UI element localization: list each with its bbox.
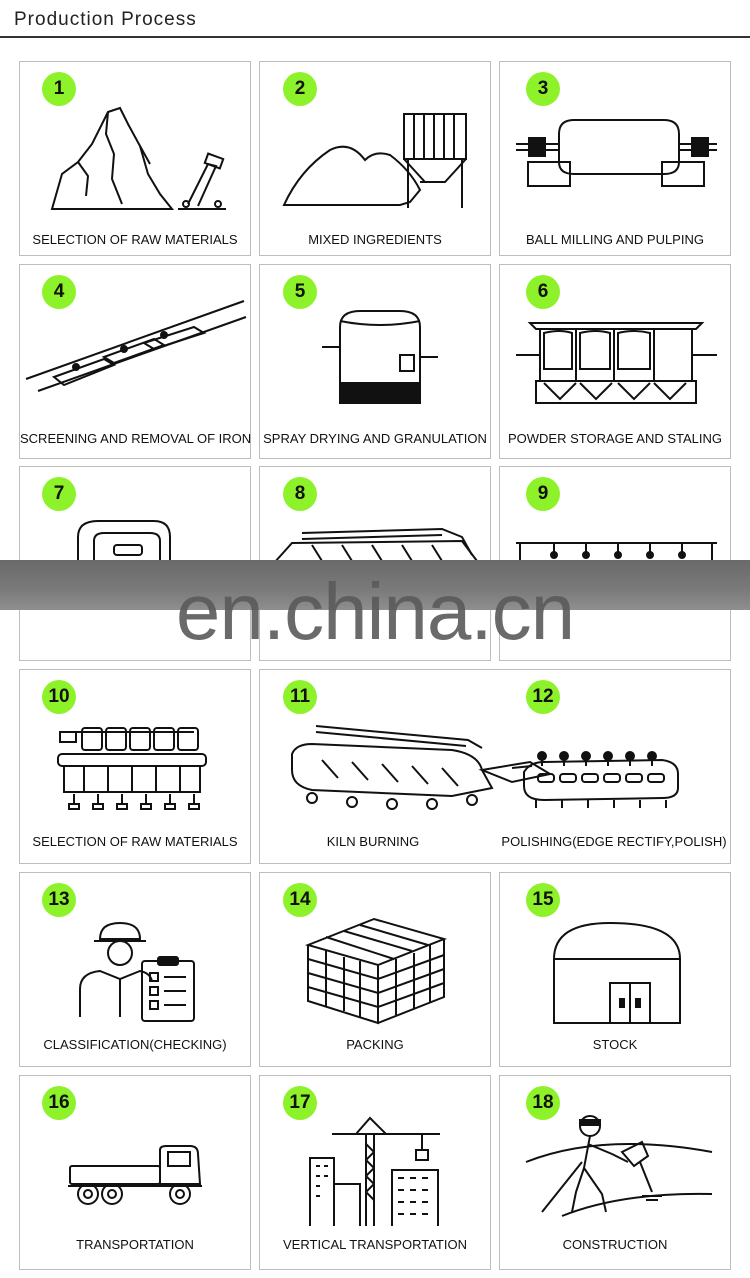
watermark-banner xyxy=(0,560,750,610)
silo-icon xyxy=(280,110,475,215)
kiln-icon xyxy=(282,720,552,810)
step-card-10: 10 SELECTION OF RAW MATERIALS xyxy=(19,669,251,864)
step-card-14: 14 PACKING xyxy=(259,872,491,1067)
inspector-icon xyxy=(76,917,201,1027)
step-number-badge: 5 xyxy=(283,275,317,309)
step-card-5: 5 SPRAY DRYING AND GRANULATION xyxy=(259,264,491,459)
step-card-18: 18 CONSTRUCTION xyxy=(499,1075,731,1270)
step-number-badge: 1 xyxy=(42,72,76,106)
step-card-15: 15 STOCK xyxy=(499,872,731,1067)
page-header: Production Process xyxy=(0,0,750,40)
hopper-icon xyxy=(514,321,719,406)
step-card-3: 3 BALL MILLING AND PULPING xyxy=(499,61,731,256)
step-label: SCREENING AND REMOVAL OF IRON xyxy=(20,431,252,446)
step-label: KILN BURNING xyxy=(326,834,420,849)
step-number-badge: 17 xyxy=(283,1086,317,1120)
worker-icon xyxy=(522,1112,717,1222)
step-card-13: 13 CLASSIFICATION(CHECKING) xyxy=(19,872,251,1067)
step-number-badge: 2 xyxy=(283,72,317,106)
step-number-badge: 16 xyxy=(42,1086,76,1120)
step-label: CONSTRUCTION xyxy=(562,1237,668,1252)
step-card-4: 4 SCREENING AND REMOVAL OF IRON xyxy=(19,264,251,459)
step-label: VERTICAL TRANSPORTATION xyxy=(283,1237,467,1252)
step-number-badge: 9 xyxy=(526,477,560,511)
step-number-badge: 3 xyxy=(526,72,560,106)
step-label: STOCK xyxy=(592,1037,638,1052)
step-label: POWDER STORAGE AND STALING xyxy=(507,431,723,446)
step-card-2: 2 MIXED INGREDIENTS xyxy=(259,61,491,256)
step-label: CLASSIFICATION(CHECKING) xyxy=(43,1037,227,1052)
step-label: BALL MILLING AND PULPING xyxy=(526,232,704,247)
step-number-badge: 15 xyxy=(526,883,560,917)
mountain-drill-icon xyxy=(48,104,228,214)
warehouse-icon xyxy=(550,919,685,1029)
step-label: POLISHING(EDGE RECTIFY,POLISH) xyxy=(501,834,727,849)
step-number-badge: 8 xyxy=(283,477,317,511)
step-label: MIXED INGREDIENTS xyxy=(308,232,442,247)
header-divider xyxy=(0,36,750,38)
conveyor-icon xyxy=(24,299,249,394)
step-card-11-12: 11 12 KILN BURNING POLISHING(EDGE RECTIF… xyxy=(259,669,731,864)
step-number-badge: 13 xyxy=(42,883,76,917)
step-number-badge: 7 xyxy=(42,477,76,511)
dryer-icon xyxy=(272,525,482,565)
crane-icon xyxy=(306,1114,446,1229)
truck-icon xyxy=(66,1144,206,1208)
step-card-17: 17 VERTICAL TRANSPORTATION xyxy=(259,1075,491,1270)
step-label: SELECTION OF RAW MATERIALS xyxy=(32,834,238,849)
step-card-16: 16 TRANSPORTATION xyxy=(19,1075,251,1270)
watermark-text: en.china.cn xyxy=(175,567,575,656)
step-label: SPRAY DRYING AND GRANULATION xyxy=(263,431,487,446)
step-card-1: 1 SELECTION OF RAW MATERIALS xyxy=(19,61,251,256)
page-title: Production Process xyxy=(14,9,197,30)
step-number-badge: 6 xyxy=(526,275,560,309)
step-label: PACKING xyxy=(346,1037,404,1052)
step-label: TRANSPORTATION xyxy=(76,1237,194,1252)
step-number-badge: 10 xyxy=(42,680,76,714)
spray-tower-icon xyxy=(320,307,440,407)
boxes-icon xyxy=(304,915,449,1025)
step-card-6: 6 POWDER STORAGE AND STALING xyxy=(499,264,731,459)
printing-machine-icon xyxy=(54,724,214,814)
step-label: SELECTION OF RAW MATERIALS xyxy=(32,232,238,247)
step-number-badge: 4 xyxy=(42,275,76,309)
press-icon xyxy=(74,517,184,562)
step-number-badge: 14 xyxy=(283,883,317,917)
ball-mill-icon xyxy=(514,114,719,194)
step-number-badge: 12 xyxy=(526,680,560,714)
step-number-badge: 18 xyxy=(526,1086,560,1120)
step-number-badge: 11 xyxy=(283,680,317,714)
polishing-line-icon xyxy=(522,750,682,810)
